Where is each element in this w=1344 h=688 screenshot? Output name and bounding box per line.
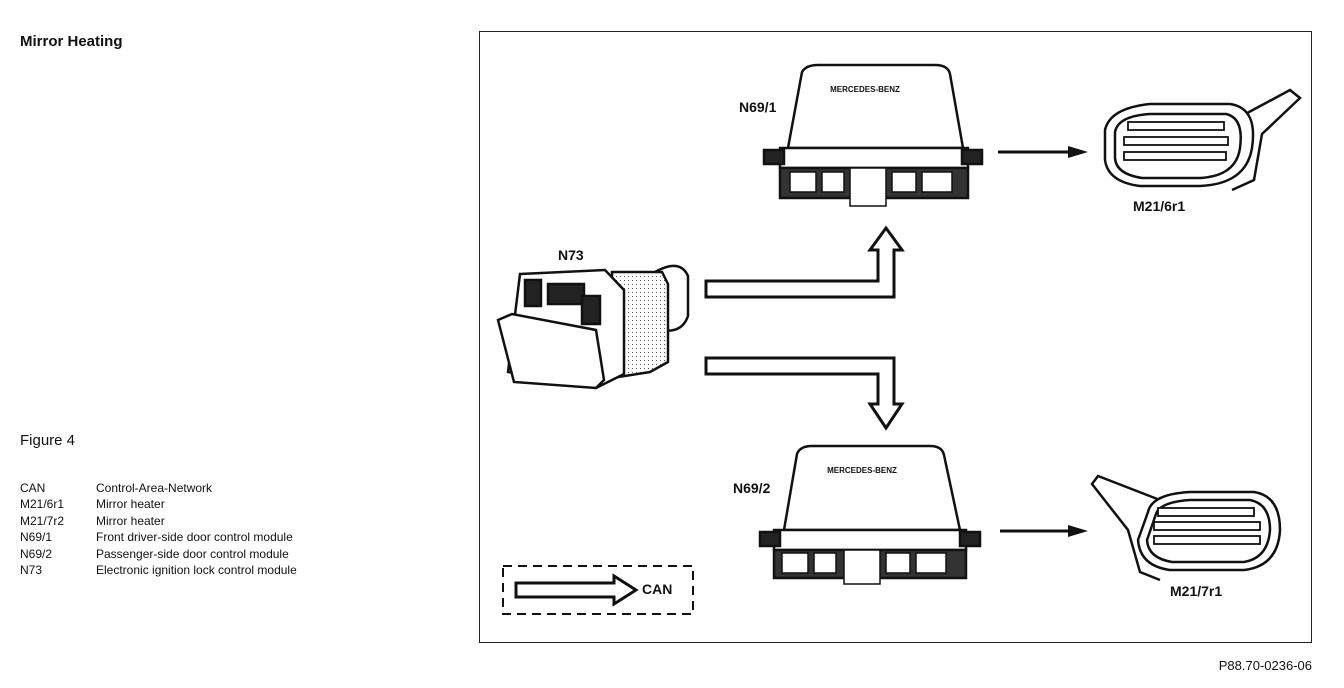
legend-row: M21/7r2 Mirror heater xyxy=(20,513,297,529)
module-brand-text: MERCEDES-BENZ xyxy=(830,85,900,94)
legend-code: M21/6r1 xyxy=(20,497,65,512)
label-can-key: CAN xyxy=(642,581,673,597)
legend-row: N69/1 Front driver-side door control modu… xyxy=(20,529,297,545)
legend-code: CAN xyxy=(20,481,46,495)
label-m21-6r1: M21/6r1 xyxy=(1133,198,1186,214)
figure-id: P88.70-0236-06 xyxy=(1218,658,1312,673)
door-control-module-n69-1 xyxy=(762,63,984,207)
legend-row: M21/6r1 Mirror heater xyxy=(20,496,297,512)
arrow-n69-2-to-mirror xyxy=(1000,525,1088,537)
label-n73: N73 xyxy=(558,247,584,263)
door-control-module-n69-2 xyxy=(758,444,982,585)
arrow-n69-1-to-mirror xyxy=(998,146,1088,158)
legend-description: Electronic ignition lock control module xyxy=(96,563,297,578)
label-n69-2: N69/2 xyxy=(733,480,771,496)
legend-description: Front driver-side door control module xyxy=(96,530,293,545)
can-key xyxy=(502,565,694,615)
legend-code: N69/1 xyxy=(20,530,53,545)
label-m21-7r1: M21/7r1 xyxy=(1170,583,1223,599)
legend-code: N69/2 xyxy=(20,546,53,561)
legend-description: Control-Area-Network xyxy=(96,481,213,495)
ignition-lock-module-n73 xyxy=(496,264,690,390)
legend-description: Mirror heater xyxy=(96,497,165,512)
legend-row: N73 Electronic ignition lock control modu… xyxy=(20,562,297,578)
legend-description: Passenger-side door control module xyxy=(96,546,289,561)
mirror-heater-m21-6r1 xyxy=(1103,88,1302,192)
mirror-heater-m21-7r1 xyxy=(1090,474,1282,582)
legend-description: Mirror heater xyxy=(96,513,165,528)
label-n69-1: N69/1 xyxy=(739,99,777,115)
module-brand-text: MERCEDES-BENZ xyxy=(827,466,897,475)
page-title: Mirror Heating xyxy=(20,33,123,50)
legend-code: N73 xyxy=(20,563,43,578)
figure-label: Figure 4 xyxy=(20,432,76,449)
legend-code: M21/7r2 xyxy=(20,513,65,528)
can-arrow-to-n69-2 xyxy=(704,356,905,431)
diagram-frame xyxy=(479,31,1312,643)
legend-row: N69/2 Passenger-side door control module xyxy=(20,546,297,562)
legend-row: CAN Control-Area-Network xyxy=(20,480,297,496)
can-arrow-to-n69-1 xyxy=(704,225,905,299)
